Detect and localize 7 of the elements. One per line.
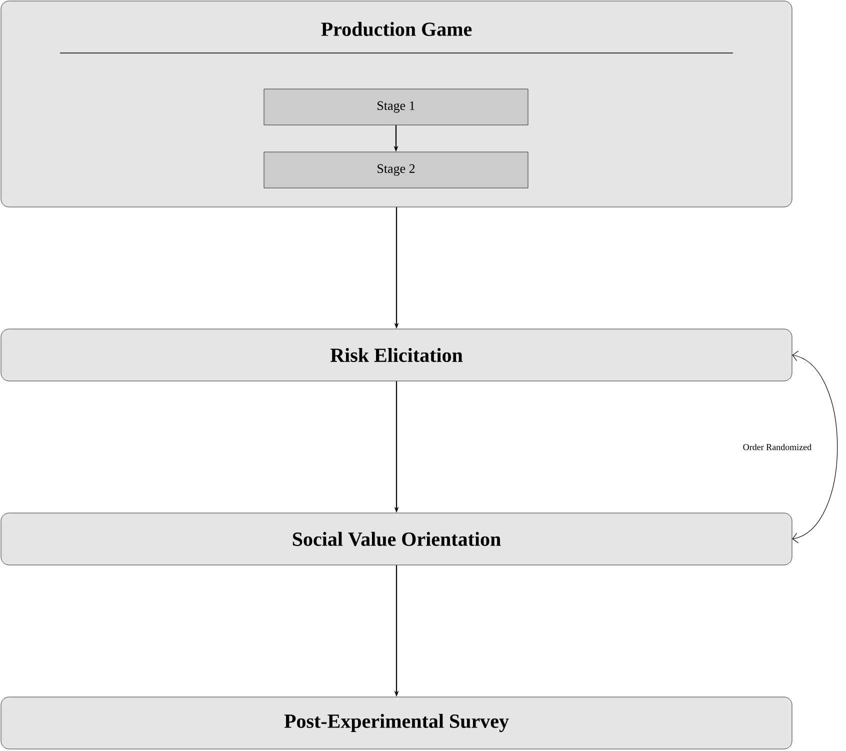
step-box: Social Value Orientation: [0, 512, 792, 566]
curved-arrow: [792, 350, 838, 544]
edge-label: Order Randomized: [743, 444, 812, 450]
stage-box: Stage 2: [264, 152, 528, 188]
stage-box: Stage 1: [264, 88, 528, 126]
step-box: Risk Elicitation: [0, 328, 792, 382]
step-box: Post-Experimental Survey: [0, 696, 792, 750]
